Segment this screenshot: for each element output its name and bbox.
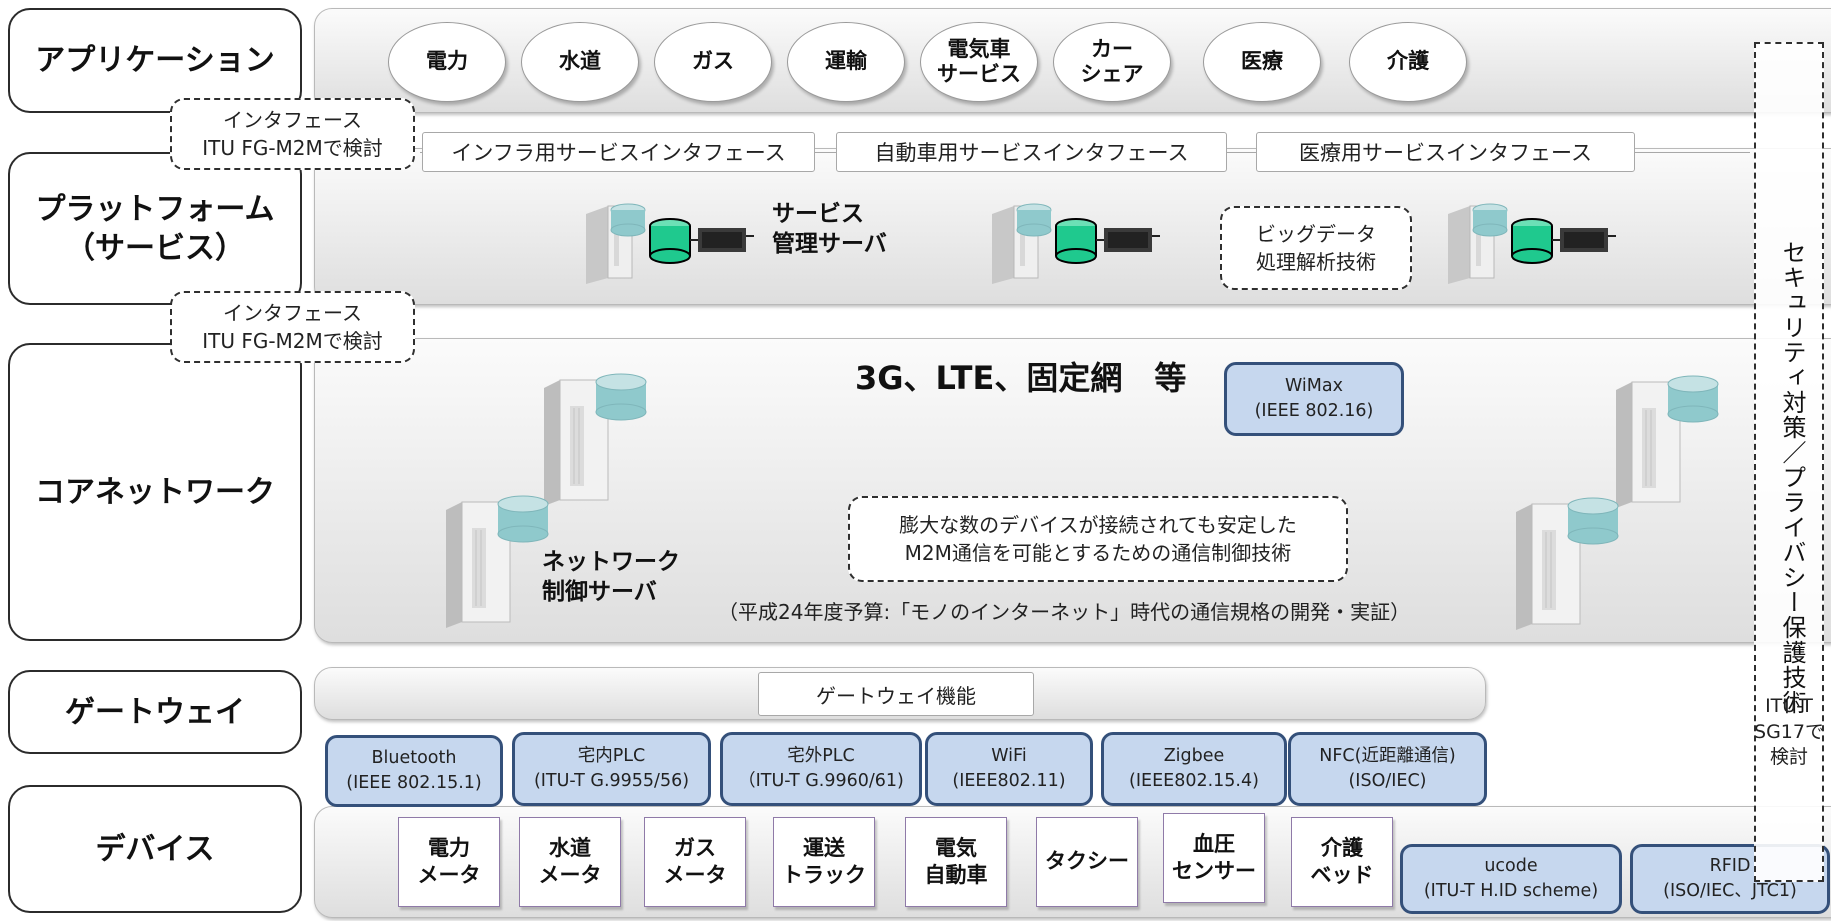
service-interface-box: 自動車用サービスインタフェース	[836, 132, 1227, 172]
access-standard-box: 宅内PLC (ITU-T G.9955/56)	[512, 732, 711, 806]
core-networks-title: 3G、LTE、固定網 等	[855, 359, 1187, 397]
device-card: 電力 メータ	[398, 817, 500, 907]
network-control-server-label: ネットワーク 制御サーバ	[542, 549, 680, 605]
device-card: 血圧 センサー	[1163, 813, 1265, 903]
storage-server-icon	[992, 203, 1160, 284]
application-oval: 電力	[388, 22, 506, 102]
layer-label-device: デバイス	[8, 785, 302, 913]
application-oval: 運輸	[787, 22, 905, 102]
layer-label-gateway: ゲートウェイ	[8, 670, 302, 754]
device-card: ガス メータ	[644, 817, 746, 907]
communication-control-tech-note: 膨大な数のデバイスが接続されても安定した M2M通信を可能とするための通信制御技…	[848, 496, 1348, 582]
service-interface-box: インフラ用サービスインタフェース	[422, 132, 815, 172]
gateway-function-box: ゲートウェイ機能	[758, 672, 1034, 716]
id-standard-box: ucode (ITU-T H.ID scheme)	[1400, 844, 1622, 914]
service-interface-box: 医療用サービスインタフェース	[1256, 132, 1635, 172]
network-control-server-icon	[544, 373, 647, 506]
interface-note: インタフェース ITU FG-M2Mで検討	[170, 98, 415, 170]
storage-server-icon	[1448, 203, 1616, 284]
service-server-icon	[586, 203, 754, 284]
big-data-tech-note: ビッグデータ 処理解析技術	[1220, 206, 1412, 290]
service-server-label: サービス 管理サーバ	[772, 201, 887, 257]
device-card: 運送 トラック	[773, 817, 875, 907]
interface-note: インタフェース ITU FG-M2Mで検討	[170, 291, 415, 363]
access-standard-box: Bluetooth (IEEE 802.15.1)	[325, 735, 503, 807]
access-standard-box: NFC(近距離通信) (ISO/IEC)	[1288, 732, 1487, 806]
access-standard-box: Zigbee (IEEE802.15.4)	[1101, 732, 1287, 806]
application-oval: カー シェア	[1053, 22, 1171, 102]
layer-label-core-network: コアネットワーク	[8, 343, 302, 641]
application-oval: ガス	[654, 22, 772, 102]
budget-note: （平成24年度予算:「モノのインターネット」時代の通信規格の開発・実証）	[718, 600, 1411, 624]
layer-label-application: アプリケーション	[8, 8, 302, 113]
security-title: セキュリティ対策／プライバシー保護技術	[1778, 240, 1806, 715]
security-column	[1754, 42, 1824, 882]
device-card: 水道 メータ	[519, 817, 621, 907]
device-card: 介護 ベッド	[1291, 817, 1393, 907]
device-card: タクシー	[1036, 817, 1138, 907]
access-standard-box: 宅外PLC （ITU-T G.9960/61)	[720, 732, 922, 806]
application-oval: 医療	[1203, 22, 1321, 102]
security-itu-note: ITU-T SG17で 検討	[1754, 695, 1824, 769]
network-control-server-icon	[1616, 375, 1719, 508]
access-standard-box: WiFi (IEEE802.11)	[925, 732, 1093, 806]
layer-label-platform: プラットフォーム （サービス）	[8, 152, 302, 305]
application-oval: 水道	[521, 22, 639, 102]
network-control-server-icon	[446, 495, 549, 628]
wimax-standard-box: WiMax (IEEE 802.16)	[1224, 362, 1404, 436]
network-control-server-icon	[1516, 497, 1619, 630]
device-card: 電気 自動車	[905, 817, 1007, 907]
application-oval: 介護	[1349, 22, 1467, 102]
application-oval: 電気車 サービス	[920, 22, 1038, 102]
